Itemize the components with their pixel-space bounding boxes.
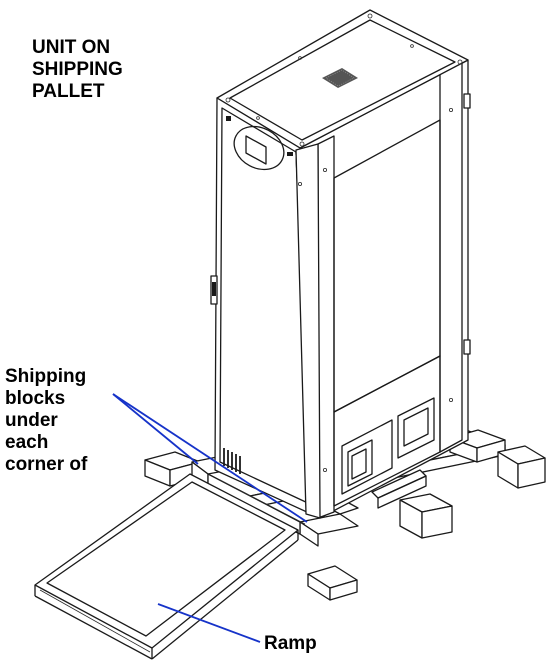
blocks-leader-right	[112, 393, 308, 523]
ramp-label: Ramp	[264, 633, 317, 654]
shipping-block-right	[497, 445, 546, 489]
blocks-line-4: each	[5, 432, 49, 453]
title-line-2: SHIPPING	[32, 59, 123, 80]
cabinet-front	[210, 97, 321, 519]
ramp-leader	[157, 603, 261, 643]
title-line-1: UNIT ON	[32, 37, 111, 58]
blocks-leader-left	[112, 393, 199, 465]
cabinet-side	[299, 59, 471, 519]
vent-grille-icon	[322, 68, 358, 88]
shipping-blocks-label: Shipping blocks under each corner of	[5, 366, 87, 476]
blocks-line-1: Shipping	[5, 366, 87, 387]
shipping-block-bottom	[307, 565, 358, 601]
blocks-line-2: blocks	[5, 388, 66, 409]
blocks-line-3: under	[5, 410, 58, 431]
blocks-line-5: corner of	[5, 454, 88, 475]
door-handle-icon	[210, 275, 218, 305]
title-line-3: PALLET	[32, 81, 105, 102]
display-panel-icon	[233, 125, 285, 171]
cabinet-top	[216, 9, 469, 149]
side-vent-icon	[223, 448, 241, 474]
ramp	[34, 473, 299, 660]
leader-lines	[112, 393, 308, 643]
title-label: UNIT ON SHIPPING PALLET	[32, 37, 123, 103]
shipping-block-front	[399, 493, 453, 539]
